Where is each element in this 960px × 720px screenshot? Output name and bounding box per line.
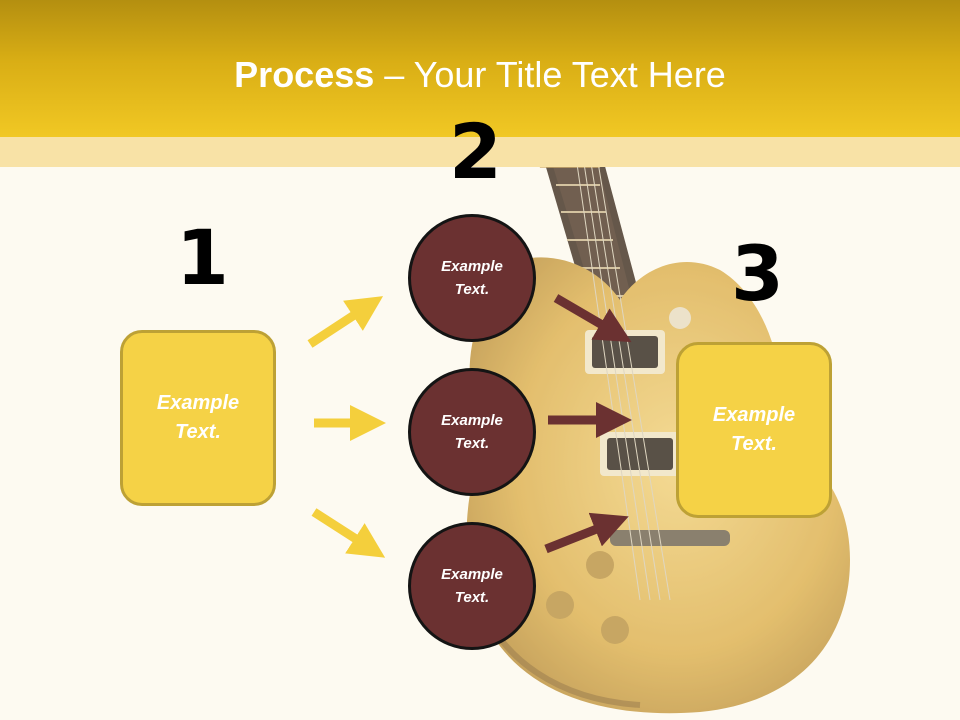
step-number-3: 3 [731, 229, 784, 318]
title-bar [0, 0, 960, 137]
arrow-from-circle-1 [553, 294, 632, 343]
step-number-1: 1 [176, 213, 229, 302]
arrow-to-circle-3 [311, 508, 386, 558]
right-text-box[interactable]: Example Text. [676, 342, 832, 518]
slide-title-rest: – Your Title Text Here [374, 54, 726, 95]
circle-item-1[interactable]: Example Text. [408, 214, 536, 342]
circle-item-label: Example Text. [441, 412, 503, 452]
title-bar-band [0, 137, 960, 167]
circle-item-2[interactable]: Example Text. [408, 368, 536, 496]
arrow-to-circle-1 [307, 296, 384, 348]
circle-item-label: Example Text. [441, 566, 503, 606]
slide-title[interactable]: Process – Your Title Text Here [0, 52, 960, 98]
right-text-box-label: Example Text. [712, 404, 796, 455]
circle-item-3[interactable]: Example Text. [408, 522, 536, 650]
slide-title-bold: Process [234, 54, 375, 95]
arrow-from-circle-3 [544, 512, 629, 554]
step-number-2: 2 [449, 107, 502, 196]
circle-item-label: Example Text. [441, 258, 503, 298]
left-text-box-label: Example Text. [156, 392, 240, 443]
left-text-box[interactable]: Example Text. [120, 330, 276, 506]
